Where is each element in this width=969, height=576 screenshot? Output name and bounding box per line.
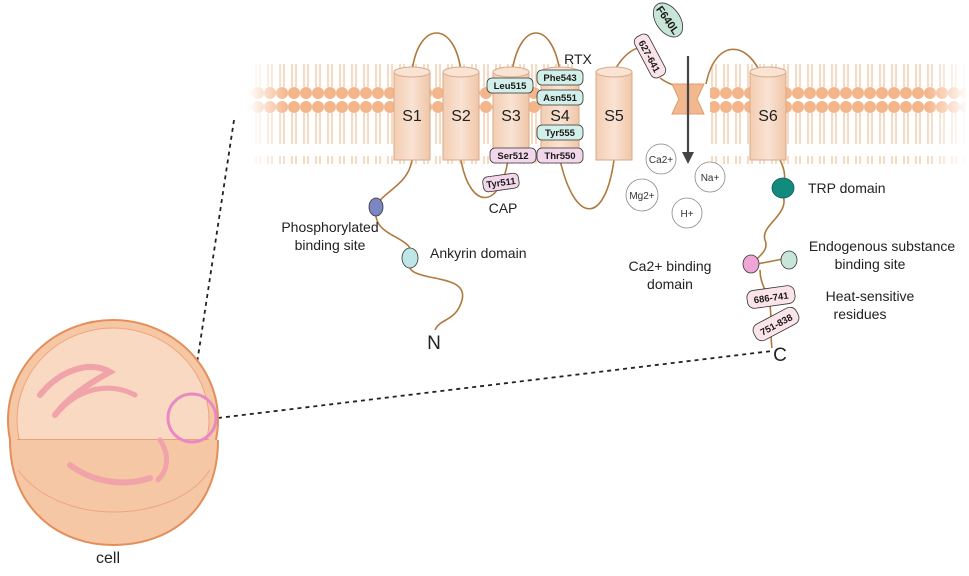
- ion-na: Na+: [694, 161, 726, 193]
- helix-label: S1: [402, 108, 422, 125]
- cell-illustration: [7, 319, 219, 547]
- svg-text:Thr550: Thr550: [544, 151, 575, 162]
- helix-label: S5: [604, 108, 624, 125]
- ion-ca: Ca2+: [645, 143, 677, 175]
- arrow-down-icon: [682, 56, 694, 164]
- residue-686-741: 686-741: [746, 285, 796, 309]
- endogenous-label-1: Endogenous substance: [809, 238, 956, 254]
- endogenous-label-2: binding site: [835, 256, 906, 272]
- ca-binding-dot: [742, 254, 760, 274]
- ankyrin-label: Ankyrin domain: [430, 245, 527, 261]
- helix-s4: S4: [540, 66, 580, 161]
- loop-pore-s6: [705, 48, 761, 85]
- svg-text:Phe543: Phe543: [543, 73, 576, 84]
- trp-domain-dot: [771, 177, 795, 199]
- cell-label: cell: [96, 550, 120, 567]
- residue-asn551: Asn551: [536, 89, 584, 106]
- svg-text:686-741: 686-741: [753, 291, 790, 307]
- phosphorylated-site-dot: [368, 197, 384, 217]
- residue-leu515: Leu515: [486, 77, 534, 94]
- ion-mg: Mg2+: [625, 178, 659, 212]
- ion-h: H+: [671, 197, 703, 229]
- phospho-label-2: binding site: [295, 237, 366, 253]
- trp-label: TRP domain: [808, 180, 886, 196]
- residue-tyr555: Tyr555: [536, 124, 584, 141]
- helix-label: S3: [501, 108, 521, 125]
- svg-text:Leu515: Leu515: [494, 81, 527, 92]
- helix-s6: S6: [749, 66, 787, 161]
- residue-ser512: Ser512: [489, 147, 537, 164]
- zoom-line-top: [191, 119, 235, 397]
- zoom-line-bottom: [217, 350, 773, 419]
- n-tail-2: [375, 209, 464, 331]
- svg-text:Tyr511: Tyr511: [486, 176, 517, 191]
- zoom-circle: [166, 392, 218, 444]
- svg-text:Mg2+: Mg2+: [629, 191, 654, 202]
- helix-s5: S5: [595, 66, 633, 161]
- cap-label: CAP: [489, 200, 518, 216]
- heat-label-1: Heat-sensitive: [826, 288, 915, 304]
- phospho-label-1: Phosphorylated: [281, 219, 378, 235]
- residue-751-838: 751-838: [752, 306, 800, 342]
- residue-phe543: Phe543: [536, 69, 584, 86]
- rtx-label: RTX: [564, 51, 592, 67]
- loop-s3-s4: [511, 32, 561, 73]
- n-tail-1: [375, 159, 413, 207]
- heat-label-2: residues: [834, 306, 887, 322]
- ankyrin-dot: [401, 247, 419, 269]
- svg-text:H+: H+: [680, 209, 693, 220]
- helix-s1: S1: [393, 66, 431, 161]
- residue-tyr511: Tyr511: [482, 172, 520, 193]
- endogenous-site-dot: [780, 250, 798, 270]
- n-terminus-label: N: [427, 333, 441, 354]
- loop-s1-s2: [411, 32, 462, 73]
- loop-s4-s5: [559, 159, 615, 210]
- svg-text:Ser512: Ser512: [497, 151, 528, 162]
- helix-label: S6: [758, 108, 778, 125]
- c-terminus-label: C: [773, 345, 787, 366]
- ca-binding-label-1: Ca2+ binding: [629, 258, 712, 274]
- ca-binding-label-2: domain: [647, 276, 693, 292]
- svg-text:Tyr555: Tyr555: [545, 128, 576, 139]
- residue-f640l: F640L: [652, 2, 684, 38]
- helix-label: S4: [550, 108, 570, 125]
- helix-s2: S2: [442, 66, 480, 161]
- svg-text:Asn551: Asn551: [543, 93, 578, 104]
- svg-text:Na+: Na+: [701, 173, 720, 184]
- residue-thr550: Thr550: [536, 147, 584, 164]
- helix-label: S2: [451, 108, 471, 125]
- svg-text:Ca2+: Ca2+: [649, 155, 673, 166]
